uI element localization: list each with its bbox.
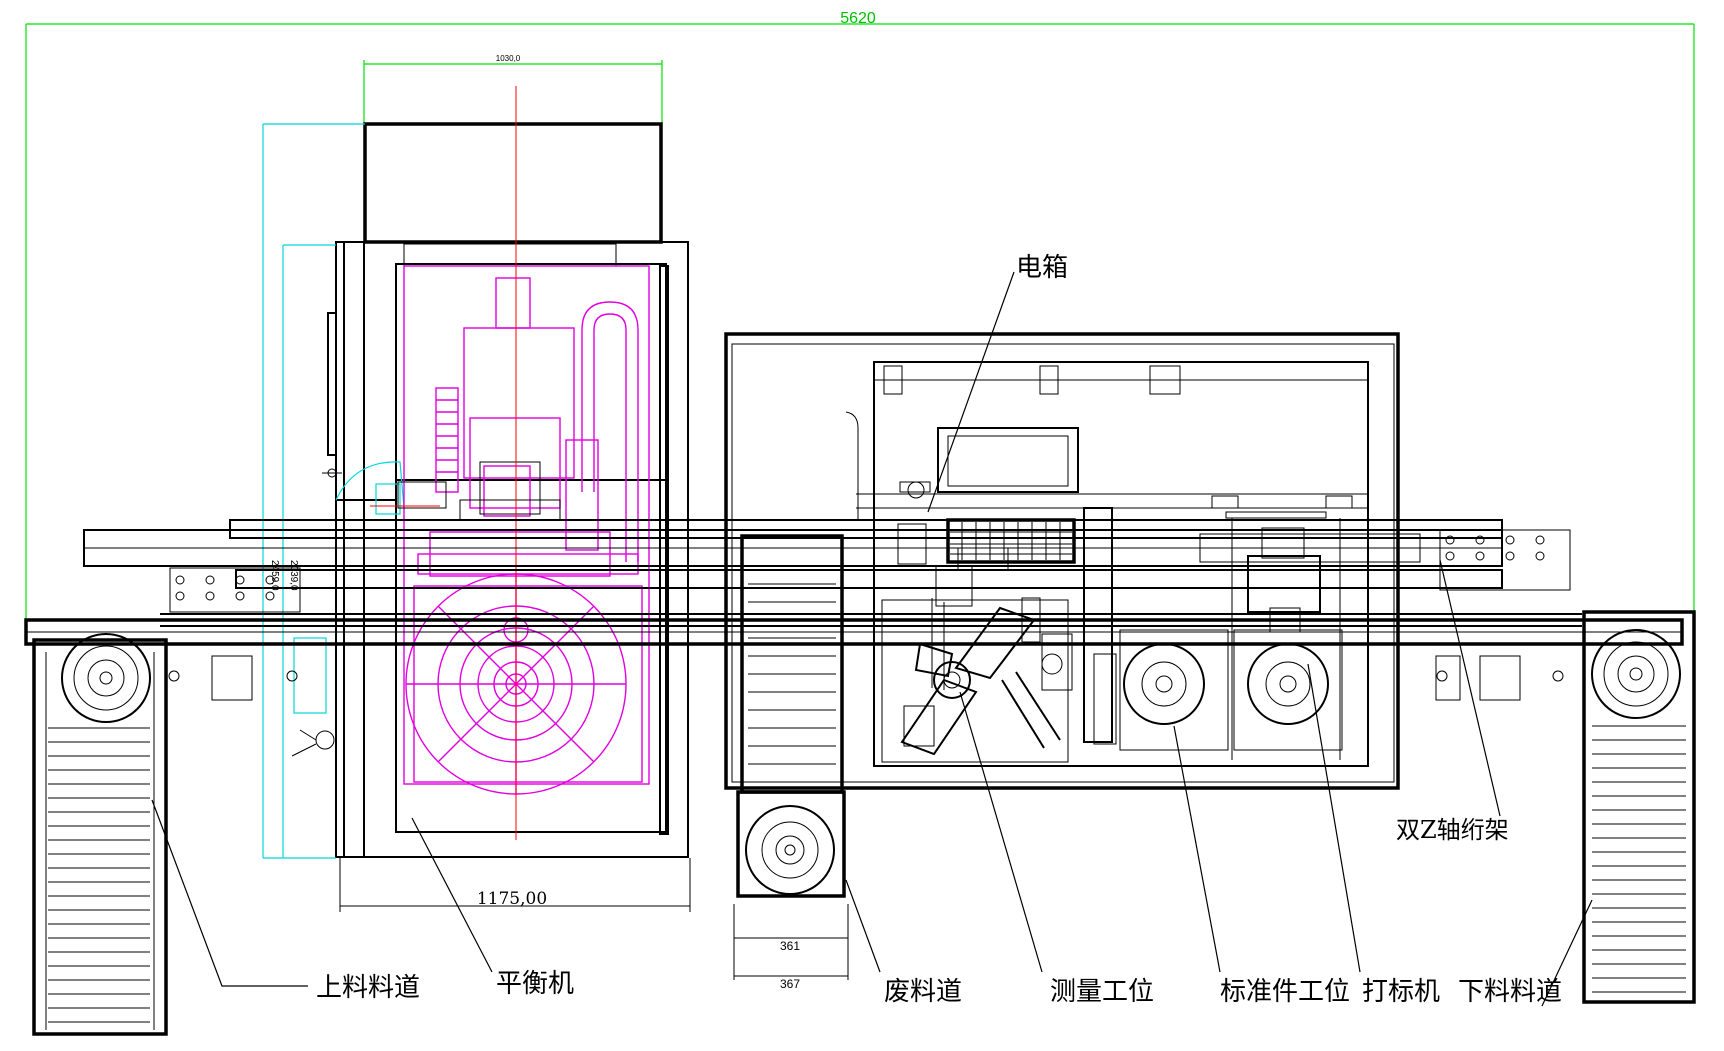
gantry-rails bbox=[83, 519, 1582, 701]
rail-bolts bbox=[168, 535, 1564, 682]
leader-lines bbox=[151, 271, 1593, 1007]
label-marking-machine: 打标机 bbox=[1362, 977, 1440, 1007]
label-unloading-conveyor: 下料料道 bbox=[1458, 977, 1562, 1007]
dim-balancer-depth-inner: 2039,0 bbox=[288, 560, 299, 591]
dim-balancer-top-width: 1030,0 bbox=[496, 54, 521, 63]
main-cell-frame bbox=[724, 332, 1400, 790]
keypad-grid bbox=[950, 522, 1072, 560]
dim-balancer-depth-outer: 2459,0 bbox=[269, 560, 280, 591]
label-balancing-machine: 平衡机 bbox=[496, 969, 574, 999]
label-standard-part-station: 标准件工位 bbox=[1220, 977, 1350, 1007]
label-electric-box: 电箱 bbox=[1016, 253, 1068, 283]
label-waste-conveyor: 废料道 bbox=[884, 977, 962, 1007]
waste-slats bbox=[748, 547, 836, 765]
overall-dimension: 5620 bbox=[25, 10, 1695, 628]
balancing-machine-body: 1030,0 2459,0 2039,0 bbox=[262, 54, 691, 912]
dim-balancer-frame-width: 1175,00 bbox=[477, 889, 547, 909]
unloading-conveyor-unit bbox=[1582, 610, 1696, 1004]
dim-waste-outer-width: 367 bbox=[780, 977, 800, 991]
dim-waste-inner-width: 361 bbox=[780, 939, 800, 953]
loading-conveyor-unit bbox=[24, 618, 1684, 1036]
loading-slats bbox=[48, 727, 150, 1023]
label-loading-conveyor: 上料料道 bbox=[316, 973, 420, 1003]
unloading-slats bbox=[1592, 725, 1686, 993]
label-dual-z-axis-frame: 双Z轴绗架 bbox=[1396, 816, 1509, 844]
dim-overall-width: 5620 bbox=[840, 10, 876, 27]
waste-conveyor-unit: 361 367 bbox=[733, 534, 849, 991]
label-measuring-station: 测量工位 bbox=[1050, 977, 1154, 1007]
